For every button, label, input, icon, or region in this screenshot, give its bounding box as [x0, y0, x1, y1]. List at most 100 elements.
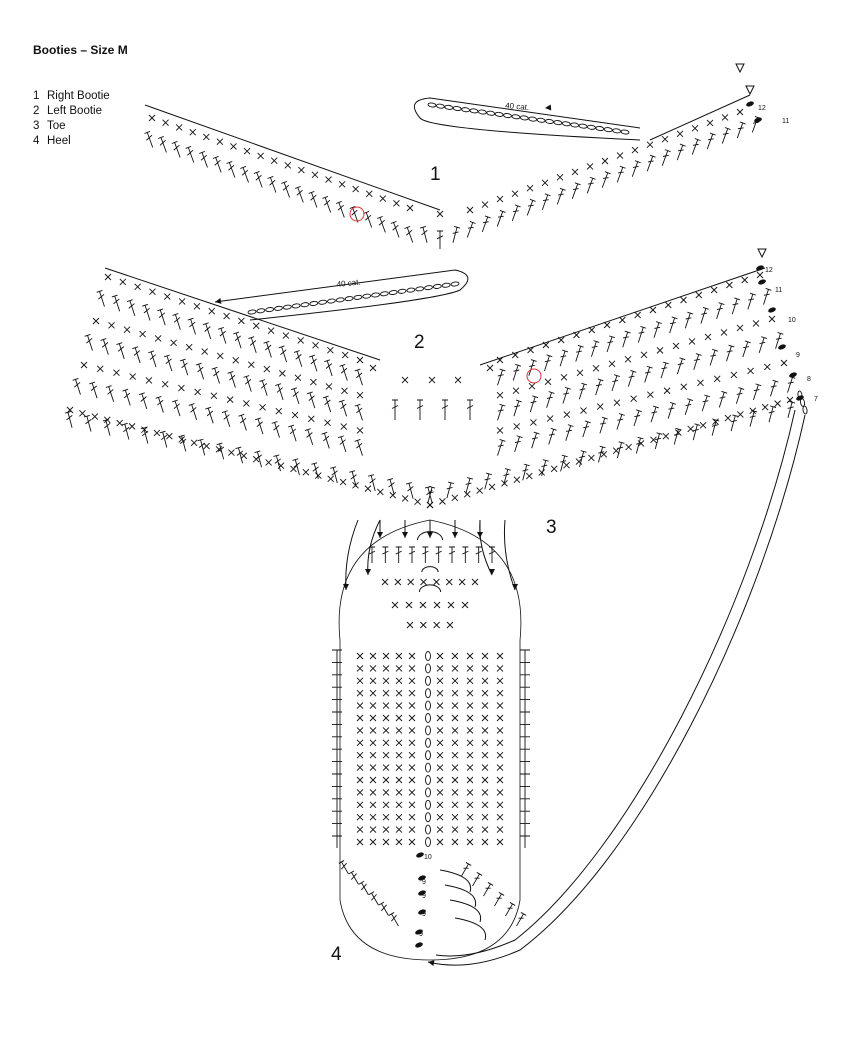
single-crochet-symbol	[129, 373, 137, 380]
single-crochet-symbol	[407, 578, 415, 586]
double-crochet-symbol	[475, 546, 482, 563]
single-crochet-symbol	[736, 324, 744, 332]
double-crochet-symbol	[646, 154, 656, 172]
single-crochet-symbol	[210, 392, 218, 400]
single-crochet-symbol	[527, 346, 534, 354]
single-crochet-symbol	[243, 147, 251, 155]
chain-stitch-symbol	[291, 303, 301, 309]
double-crochet-symbol	[84, 334, 93, 351]
single-crochet-symbol	[496, 826, 504, 833]
double-crochet-symbol	[709, 348, 719, 366]
double-crochet-symbol	[248, 336, 257, 353]
single-crochet-symbol	[496, 739, 504, 747]
half-double-symbol	[520, 711, 530, 724]
double-crochet-symbol	[405, 482, 414, 499]
single-crochet-symbol	[252, 322, 260, 330]
single-crochet-symbol	[189, 128, 197, 136]
single-crochet-symbol	[436, 826, 444, 833]
single-crochet-symbol	[458, 578, 466, 586]
single-crochet-symbol	[466, 751, 474, 759]
single-crochet-symbol	[92, 317, 100, 325]
chain-stitch-symbol	[511, 114, 521, 120]
double-crochet-symbol	[579, 450, 587, 468]
single-crochet-symbol	[267, 327, 275, 335]
double-crochet-symbol	[684, 398, 694, 415]
single-crochet-symbol	[556, 174, 564, 181]
single-crochet-symbol	[414, 498, 421, 506]
legend-text: Heel	[47, 135, 71, 147]
single-crochet-symbol	[496, 764, 504, 771]
slip-stitch-dot-icon	[796, 395, 804, 401]
chain-stitch-symbol	[353, 294, 363, 300]
chain-stitch-symbol	[578, 123, 588, 129]
double-crochet-symbol	[637, 325, 647, 343]
single-crochet-symbol	[310, 378, 317, 386]
double-crochet-symbol	[735, 387, 745, 404]
double-crochet-symbol	[171, 141, 181, 158]
single-crochet-symbol	[148, 114, 156, 122]
single-crochet-symbol	[436, 665, 444, 672]
slip-stitch-dot-icon	[768, 307, 776, 313]
single-crochet-symbol	[243, 400, 250, 407]
double-crochet-symbol	[240, 166, 249, 183]
single-crochet-symbol	[451, 789, 459, 796]
chain-stitch-symbol	[327, 298, 336, 304]
single-crochet-symbol	[436, 838, 444, 846]
arrow-head	[477, 532, 483, 538]
single-crochet-symbol	[530, 419, 537, 426]
double-crochet-symbol	[291, 387, 300, 405]
single-crochet-symbol	[369, 801, 377, 809]
half-double-symbol	[332, 823, 342, 836]
arrow-head	[215, 298, 222, 304]
single-crochet-symbol	[451, 702, 459, 709]
single-crochet-symbol	[395, 665, 403, 672]
double-crochet-symbol	[157, 308, 166, 326]
double-crochet-symbol	[529, 395, 539, 413]
single-crochet-symbol	[451, 494, 459, 502]
chain-stitch-symbol	[603, 127, 613, 133]
chain-stitch-symbol	[406, 287, 416, 293]
single-crochet-symbol	[104, 273, 112, 281]
double-crochet-symbol	[408, 546, 416, 563]
double-crochet-symbol	[711, 418, 720, 436]
toe-curve-arrow	[345, 519, 359, 591]
single-crochet-symbol	[466, 813, 474, 821]
chain-stitch-symbol	[469, 108, 479, 114]
chain-stitch-symbol	[425, 688, 431, 699]
single-crochet-symbol	[550, 465, 558, 473]
double-crochet-symbol	[676, 143, 686, 161]
double-crochet-symbol	[595, 378, 604, 396]
single-crochet-symbol	[352, 185, 360, 193]
chain-stitch-symbol	[425, 750, 431, 761]
bootie-2-right-arm	[479, 267, 766, 366]
double-crochet-symbol	[700, 307, 709, 324]
single-crochet-symbol	[382, 727, 390, 734]
chain-stitch-symbol	[274, 305, 283, 311]
single-crochet-symbol	[680, 296, 687, 304]
double-crochet-symbol	[736, 121, 746, 139]
single-crochet-symbol	[721, 114, 729, 121]
single-crochet-symbol	[695, 291, 703, 299]
single-crochet-symbol	[526, 184, 534, 192]
double-crochet-symbol	[556, 187, 566, 205]
half-double-symbol	[332, 711, 342, 724]
single-crochet-symbol	[560, 373, 568, 381]
single-crochet-symbol	[476, 487, 483, 494]
legend-number: 4	[33, 135, 40, 147]
single-crochet-symbol	[481, 826, 489, 833]
single-crochet-symbol	[382, 751, 390, 759]
row-number: 11	[782, 118, 789, 125]
slip-stitch-dot-icon	[415, 929, 423, 935]
half-double-symbol	[332, 810, 342, 824]
double-crochet-symbol	[768, 405, 777, 423]
single-crochet-symbol	[433, 578, 440, 586]
single-crochet-symbol	[691, 125, 699, 132]
double-crochet-symbol	[528, 359, 537, 376]
double-crochet-symbol	[278, 345, 288, 363]
single-crochet-symbol	[486, 364, 494, 372]
double-crochet-symbol	[338, 860, 349, 875]
single-crochet-symbol	[80, 361, 88, 369]
double-crochet-symbol	[731, 297, 741, 315]
chain-stitch-symbol	[432, 283, 442, 289]
row-number: 12	[765, 267, 773, 274]
